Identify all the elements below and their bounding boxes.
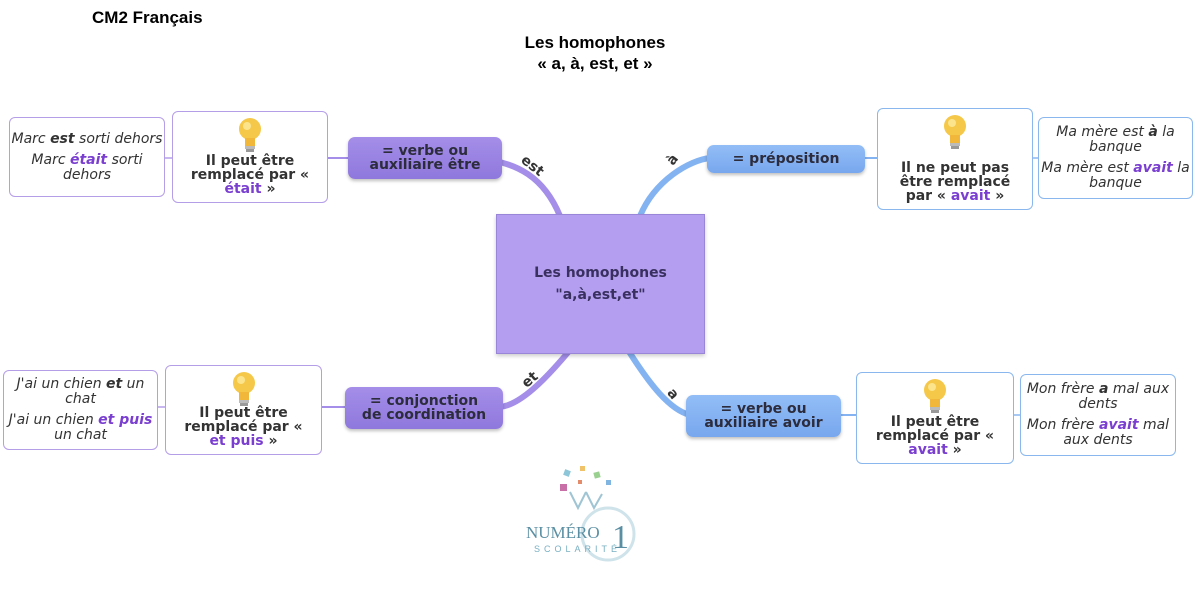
pill-est-line-1: = verbe ou <box>381 143 469 159</box>
rule-est[interactable]: Il peut être remplacé par « était » <box>172 111 328 203</box>
connector-et <box>499 348 573 410</box>
numero-1-logo: NUMÉRO SCOLARITÉ 1 <box>526 466 636 562</box>
central-node-line-2: "a,à,est,et" <box>555 287 646 303</box>
pill-et-line-2: de coordination <box>361 407 487 423</box>
logo-top-text: NUMÉRO <box>526 523 600 542</box>
example-et-1: J'ai un chien et un chat <box>16 376 145 407</box>
pill-est-line-2: auxiliaire être <box>369 157 481 173</box>
example-a-1: Mon frère a mal aux dents <box>1026 381 1170 412</box>
rule-a-accent[interactable]: Il ne peut pas être remplacé par « avait… <box>877 108 1033 210</box>
examples-et: J'ai un chien et un chat J'ai un chien e… <box>3 370 158 450</box>
pill-a-accent-line-1: = préposition <box>732 151 840 167</box>
lightbulb-icon <box>924 379 946 413</box>
pill-a[interactable]: = verbe ou auxiliaire avoir <box>686 395 841 437</box>
lightbulb-icon <box>944 115 966 149</box>
example-a-accent-2: Ma mère est avait la banque <box>1041 160 1190 191</box>
example-est-2: Marc était sorti dehors <box>31 151 143 183</box>
examples-a-accent: Ma mère est à la banque Ma mère est avai… <box>1038 117 1193 199</box>
examples-a: Mon frère a mal aux dents Mon frère avai… <box>1020 374 1176 456</box>
pill-et-line-1: = conjonction <box>369 393 479 409</box>
logo-bottom-text: SCOLARITÉ <box>534 544 621 554</box>
rule-a[interactable]: Il peut être remplacé par « avait » <box>856 372 1014 464</box>
page-title: Les homophones « a, à, est, et » <box>450 32 740 74</box>
rule-et[interactable]: Il peut être remplacé par « et puis » <box>165 365 322 455</box>
examples-est: Marc est sorti dehors Marc était sorti d… <box>9 117 165 197</box>
pill-est[interactable]: = verbe ou auxiliaire être <box>348 137 502 179</box>
level-label: CM2 Français <box>92 8 203 27</box>
logo-digit: 1 <box>612 519 629 556</box>
lightbulb-icon <box>239 118 261 152</box>
central-node[interactable]: Les homophones "a,à,est,et" <box>496 214 705 354</box>
connector-a-accent <box>637 155 711 218</box>
rule-est-text: Il peut être remplacé par « était » <box>190 153 310 197</box>
pill-a-accent[interactable]: = préposition <box>707 145 865 173</box>
pill-a-line-2: auxiliaire avoir <box>704 415 823 431</box>
rule-et-text: Il peut être remplacé par « et puis » <box>184 405 303 449</box>
example-a-2: Mon frère avait mal aux dents <box>1026 417 1170 448</box>
example-a-accent-1: Ma mère est à la banque <box>1056 124 1175 155</box>
title-line-2: « a, à, est, et » <box>537 54 653 73</box>
lightbulb-icon <box>232 372 255 406</box>
rule-a-accent-text: Il ne peut pas être remplacé par « avait… <box>899 160 1011 204</box>
rule-a-text: Il peut être remplacé par « avait » <box>875 414 995 458</box>
pill-a-line-1: = verbe ou <box>720 401 807 417</box>
title-line-1: Les homophones <box>524 33 666 52</box>
connector-a <box>625 348 691 418</box>
example-est-1: Marc est sorti dehors <box>11 130 163 147</box>
pill-et[interactable]: = conjonction de coordination <box>345 387 503 429</box>
example-et-2: J'ai un chien et puis un chat <box>8 412 153 443</box>
central-node-line-1: Les homophones <box>534 265 667 281</box>
